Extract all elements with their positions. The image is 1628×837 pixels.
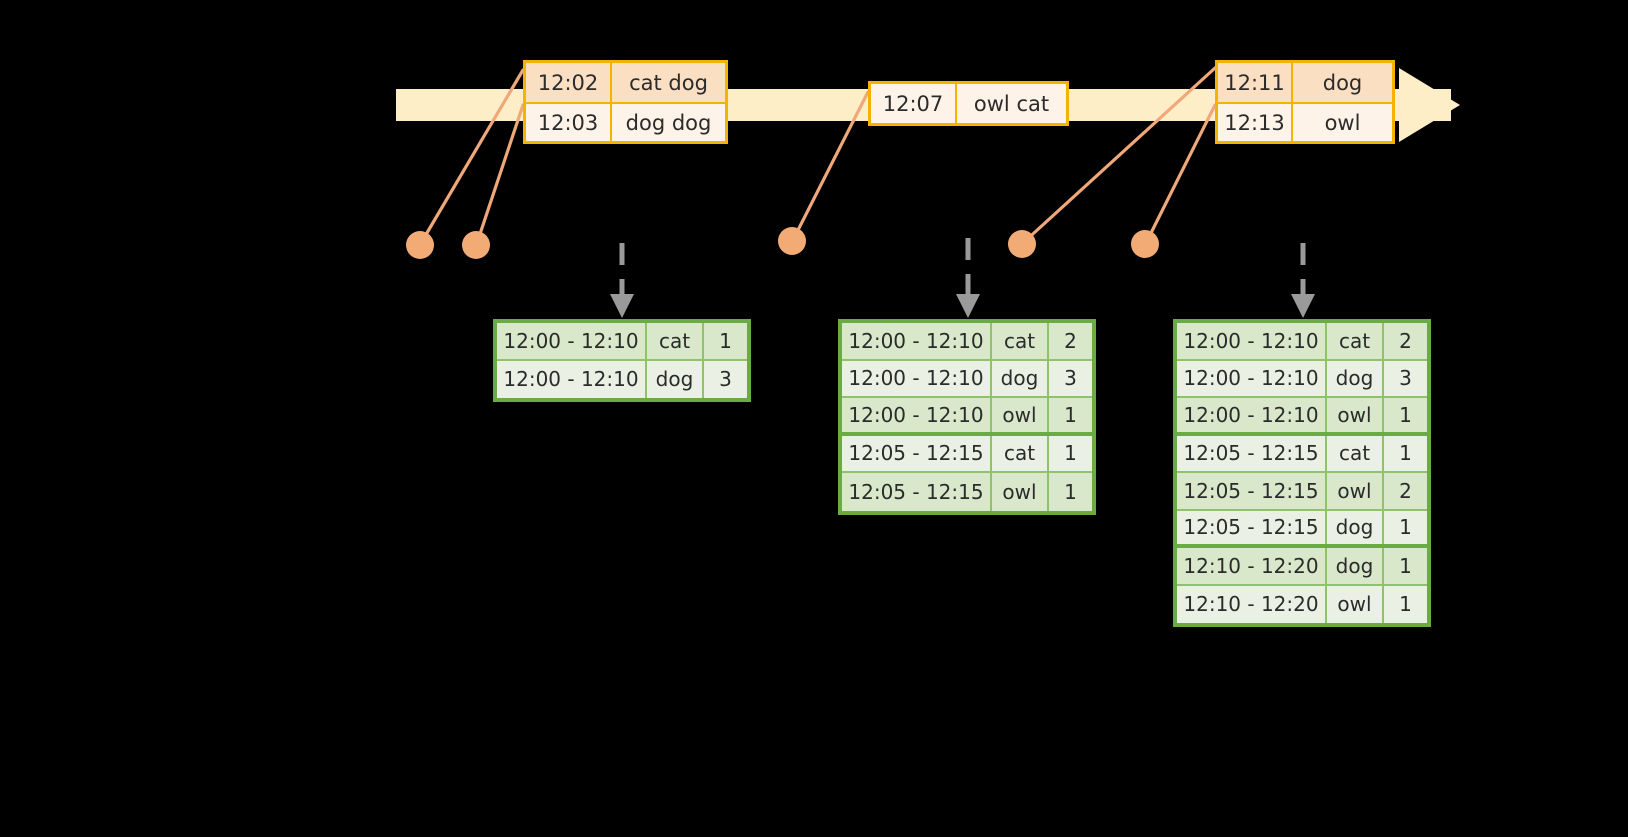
event-time: 12:13 — [1218, 104, 1293, 141]
cell-count: 1 — [1049, 398, 1092, 432]
cell-window: 12:10 - 12:20 — [1177, 548, 1327, 584]
marker-dots — [406, 227, 1159, 259]
emit-arrow-heads — [610, 294, 1315, 318]
cell-word: owl — [1327, 398, 1384, 432]
cell-word: dog — [992, 360, 1049, 396]
event-words: owl cat — [957, 84, 1066, 123]
cell-word: dog — [647, 360, 704, 398]
cell-word: owl — [1327, 473, 1384, 509]
event-row: 12:07 owl cat — [871, 84, 1066, 123]
cell-count: 1 — [1384, 435, 1427, 471]
cell-window: 12:05 - 12:15 — [1177, 510, 1327, 544]
cell-window: 12:00 - 12:10 — [1177, 323, 1327, 359]
event-time: 12:11 — [1218, 63, 1293, 102]
cell-count: 1 — [704, 323, 747, 359]
marker-dot-3 — [778, 227, 806, 255]
cell-word: owl — [1327, 585, 1384, 623]
cell-count: 1 — [1384, 548, 1427, 584]
cell-word: cat — [1327, 323, 1384, 359]
cell-count: 2 — [1049, 323, 1092, 359]
emit-arrow-head-1 — [610, 294, 634, 318]
connector-line-1 — [419, 68, 525, 245]
cell-count: 3 — [704, 360, 747, 398]
cell-window: 12:00 - 12:10 — [497, 360, 647, 398]
cell-count: 3 — [1049, 360, 1092, 396]
event-row: 12:11 dog — [1218, 63, 1392, 102]
cell-count: 1 — [1049, 473, 1092, 511]
cell-window: 12:00 - 12:10 — [497, 323, 647, 359]
cell-window: 12:05 - 12:15 — [842, 473, 992, 511]
cell-word: cat — [992, 435, 1049, 471]
cell-window: 12:00 - 12:10 — [1177, 360, 1327, 396]
cell-word: dog — [1327, 360, 1384, 396]
cell-word: dog — [1327, 510, 1384, 544]
cell-word: owl — [992, 473, 1049, 511]
cell-count: 1 — [1049, 435, 1092, 471]
cell-count: 1 — [1384, 398, 1427, 432]
cell-window: 12:00 - 12:10 — [1177, 398, 1327, 432]
cell-window: 12:00 - 12:10 — [842, 398, 992, 432]
cell-count: 2 — [1384, 473, 1427, 509]
connector-line-3 — [791, 90, 870, 242]
event-words: dog dog — [612, 104, 725, 141]
emit-arrow-head-2 — [956, 294, 980, 318]
event-box-2: 12:07 owl cat — [868, 81, 1069, 126]
marker-dot-1 — [406, 231, 434, 259]
cell-count: 1 — [1384, 510, 1427, 544]
event-time: 12:03 — [526, 104, 612, 141]
cell-window: 12:05 - 12:15 — [1177, 435, 1327, 471]
cell-word: dog — [1327, 548, 1384, 584]
event-time: 12:07 — [871, 84, 957, 123]
event-words: dog — [1293, 63, 1392, 102]
event-box-1: 12:02 cat dog 12:03 dog dog — [523, 60, 728, 144]
marker-dot-4 — [1008, 230, 1036, 258]
connector-line-2 — [475, 103, 525, 245]
event-row: 12:13 owl — [1218, 102, 1392, 141]
cell-window: 12:00 - 12:10 — [842, 323, 992, 359]
event-words: owl — [1293, 104, 1392, 141]
cell-count: 2 — [1384, 323, 1427, 359]
marker-dot-2 — [462, 231, 490, 259]
cell-word: cat — [992, 323, 1049, 359]
cell-window: 12:05 - 12:15 — [842, 435, 992, 471]
cell-count: 1 — [1384, 585, 1427, 623]
cell-window: 12:10 - 12:20 — [1177, 585, 1327, 623]
event-time: 12:02 — [526, 63, 612, 102]
emit-arrow-head-3 — [1291, 294, 1315, 318]
cell-count: 3 — [1384, 360, 1427, 396]
cell-window: 12:05 - 12:15 — [1177, 473, 1327, 509]
event-words: cat dog — [612, 63, 725, 102]
connector-line-5 — [1144, 103, 1217, 245]
event-row: 12:03 dog dog — [526, 102, 725, 141]
cell-word: cat — [647, 323, 704, 359]
cell-word: owl — [992, 398, 1049, 432]
cell-window: 12:00 - 12:10 — [842, 360, 992, 396]
cell-word: cat — [1327, 435, 1384, 471]
event-row: 12:02 cat dog — [526, 63, 725, 102]
emit-arrows — [619, 238, 1306, 302]
event-box-3: 12:11 dog 12:13 owl — [1215, 60, 1395, 144]
marker-dot-5 — [1131, 230, 1159, 258]
